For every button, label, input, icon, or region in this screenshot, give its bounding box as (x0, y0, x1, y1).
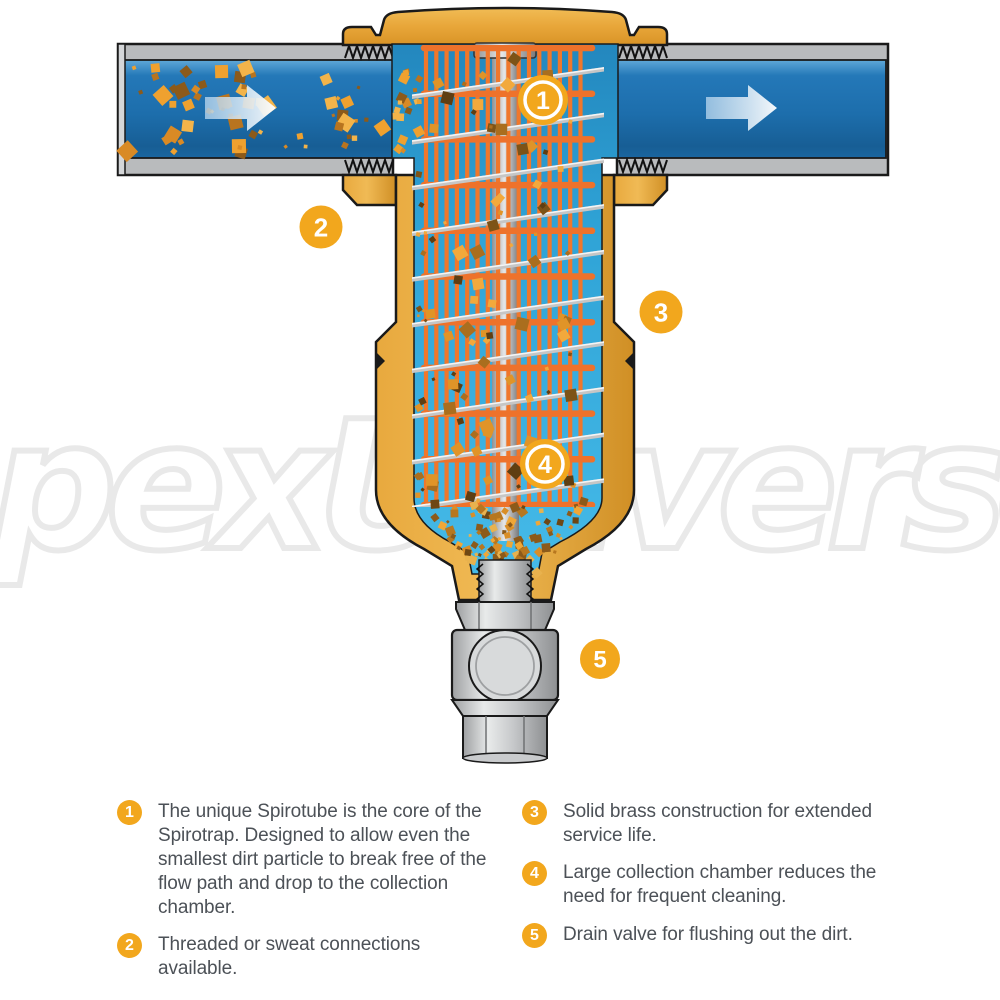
valve-ball (468, 629, 542, 703)
legend-item-3: 3 Solid brass construction for extended … (522, 800, 919, 848)
legend-item-5: 5 Drain valve for flushing out the dirt. (522, 923, 923, 948)
legend-text-1: The unique Spirotube is the core of the … (158, 801, 487, 918)
callout-5: 5 (580, 639, 620, 679)
legend-item-4: 4 Large collection chamber reduces the n… (522, 861, 919, 909)
legend-item-1: 1 The unique Spirotube is the core of th… (117, 800, 498, 920)
legend-text-4: Large collection chamber reduces the nee… (563, 862, 877, 907)
valve-outlet-nut (462, 715, 548, 759)
right-union-nut (612, 173, 669, 207)
callout-1: 1 (518, 75, 568, 125)
callout-3: 3 (639, 290, 683, 334)
drain-stem (478, 559, 532, 607)
callout-3-number: 3 (654, 297, 668, 327)
legend-badge-4: 4 (522, 861, 547, 886)
flow-arrow-right-icon (706, 85, 777, 131)
left-union-nut (341, 173, 398, 207)
valve-top-nut (455, 601, 555, 631)
legend-text-3: Solid brass construction for extended se… (563, 801, 872, 846)
shoulder-notch-left (376, 352, 385, 370)
callout-4-number: 4 (538, 451, 552, 479)
dirt-separator-illustration: 1 2 3 4 5 (116, 6, 890, 764)
legend-text-5: Drain valve for flushing out the dirt. (563, 924, 853, 945)
callout-2: 2 (299, 205, 343, 249)
callout-5-number: 5 (593, 647, 606, 674)
callout-2-number: 2 (314, 212, 328, 242)
callout-4: 4 (520, 439, 570, 489)
dirt-particles-in-mesh (425, 51, 578, 503)
drain-stem-threads (475, 563, 535, 605)
legend-badge-1: 1 (117, 800, 142, 825)
legend-item-2: 2 Threaded or sweat connections availabl… (117, 933, 478, 981)
shoulder-notch-right (625, 352, 634, 370)
legend-text-2: Threaded or sweat connections available. (158, 934, 421, 979)
legend-badge-2: 2 (117, 933, 142, 958)
flow-arrow-left-icon (205, 85, 276, 131)
callout-1-number: 1 (536, 87, 550, 115)
valve-lower-taper (450, 699, 560, 717)
legend-badge-5: 5 (522, 923, 547, 948)
top-cap (341, 6, 669, 47)
dirt-particles-falling (392, 68, 428, 498)
pipe-threads (344, 42, 668, 176)
legend-badge-3: 3 (522, 800, 547, 825)
drain-valve (450, 559, 560, 764)
